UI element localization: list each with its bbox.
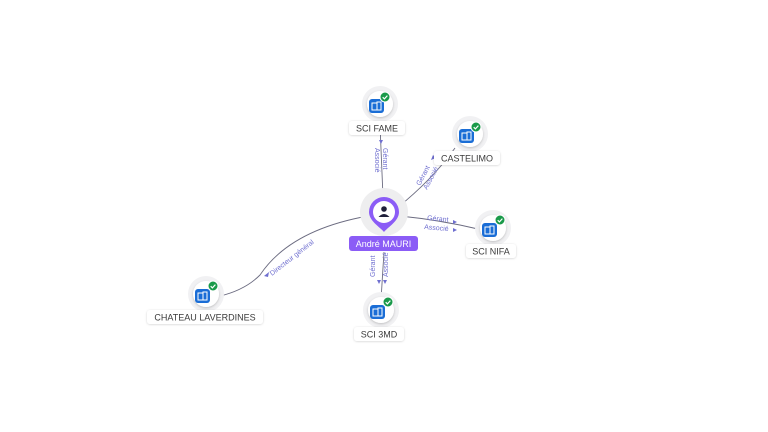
check-icon bbox=[207, 280, 219, 292]
building-icon bbox=[370, 305, 385, 319]
company-label-box bbox=[466, 244, 516, 258]
company-node-chateau-laverdines[interactable]: CHATEAU LAVERDINES bbox=[147, 276, 263, 324]
company-label-box bbox=[349, 121, 405, 135]
check-icon bbox=[470, 121, 482, 133]
check-icon bbox=[382, 296, 394, 308]
relation-label-role-2: Associé bbox=[424, 224, 449, 233]
building-icon bbox=[459, 129, 474, 143]
arrow-icon bbox=[383, 280, 387, 284]
check-icon bbox=[379, 91, 391, 103]
relation-label-role-1: Directeur général bbox=[269, 239, 316, 278]
edge-sci-3md: Gérant Associé bbox=[370, 251, 390, 301]
company-name: SCI NIFA bbox=[472, 247, 510, 257]
company-node-castelimo[interactable]: CASTELIMO bbox=[434, 116, 500, 165]
edge-line bbox=[379, 124, 384, 198]
relation-label-role-2: Associé bbox=[373, 148, 380, 173]
company-name: CHATEAU LAVERDINES bbox=[154, 313, 255, 323]
company-label-box bbox=[354, 327, 404, 341]
company-label-box bbox=[434, 151, 500, 165]
company-name: SCI FAME bbox=[356, 124, 398, 134]
person-icon bbox=[378, 206, 390, 217]
edge-chateau-laverdines: Directeur général bbox=[219, 215, 369, 297]
company-node-sci-3md[interactable]: SCI 3MD bbox=[354, 292, 404, 341]
company-name: CASTELIMO bbox=[441, 154, 493, 164]
company-label-box bbox=[147, 310, 263, 324]
check-icon bbox=[494, 214, 506, 226]
person-name: André MAURI bbox=[356, 239, 412, 249]
arrow-icon bbox=[431, 155, 436, 160]
arrow-icon bbox=[379, 140, 383, 144]
relation-label-role-1: Gérant bbox=[381, 148, 388, 169]
relation-label-role-1: Gérant bbox=[370, 256, 377, 277]
company-node-sci-fame[interactable]: SCI FAME bbox=[349, 86, 405, 135]
edge-line bbox=[380, 251, 385, 301]
company-node-sci-nifa[interactable]: SCI NIFA bbox=[466, 210, 516, 258]
arrow-icon bbox=[377, 280, 381, 284]
arrow-icon bbox=[453, 228, 457, 232]
building-icon bbox=[369, 99, 384, 113]
relation-label-role-2: Associé bbox=[383, 252, 390, 277]
edge-sci-nifa: Gérant Associé bbox=[399, 215, 479, 233]
edge-line bbox=[219, 215, 369, 297]
building-icon bbox=[482, 223, 497, 237]
person-node[interactable]: André MAURI bbox=[349, 188, 418, 251]
building-icon bbox=[195, 289, 210, 303]
person-label-box bbox=[349, 236, 418, 251]
relation-label-role-1: Gérant bbox=[427, 215, 449, 224]
company-name: SCI 3MD bbox=[361, 330, 398, 340]
arrow-icon bbox=[264, 272, 269, 277]
edge-sci-fame: Gérant Associé bbox=[373, 124, 388, 198]
arrow-icon bbox=[453, 220, 457, 224]
